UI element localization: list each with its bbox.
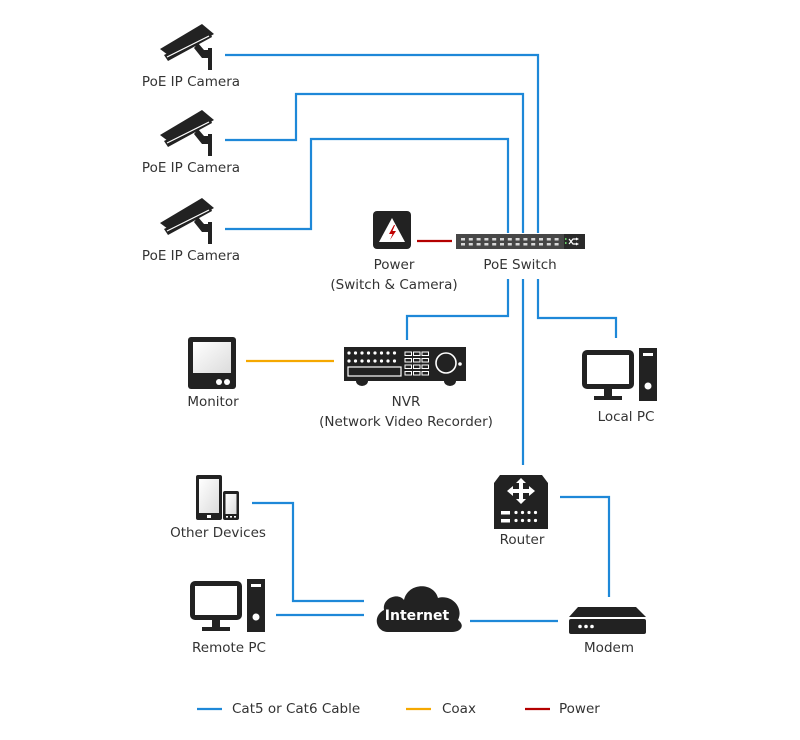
camera2-label: PoE IP Camera bbox=[141, 160, 241, 176]
wire-other_devices-internet bbox=[252, 501, 364, 603]
nvr-label-line2: (Network Video Recorder) bbox=[319, 414, 493, 430]
camera3 bbox=[160, 198, 214, 244]
wire-switch-local_pc bbox=[536, 279, 618, 338]
modem-icon bbox=[569, 607, 646, 634]
monitor-icon bbox=[188, 337, 236, 389]
security-camera-icon bbox=[160, 110, 214, 156]
camera1 bbox=[160, 24, 214, 70]
security-camera-icon bbox=[160, 198, 214, 244]
wire-camera2-switch bbox=[225, 92, 525, 233]
wire-router-modem bbox=[560, 495, 611, 597]
wire-switch-nvr bbox=[405, 279, 510, 340]
nvr-label: NVR (Network Video Recorder) bbox=[319, 393, 493, 431]
router-label: Router bbox=[499, 532, 545, 548]
legend-power-label: Power bbox=[559, 701, 600, 717]
wire-camera3-switch bbox=[225, 137, 510, 233]
cloud-icon bbox=[376, 586, 462, 632]
nvr-icon bbox=[344, 347, 466, 386]
mobile-devices-icon bbox=[196, 475, 239, 520]
internet-label: Internet bbox=[385, 608, 450, 624]
network-switch-icon bbox=[456, 234, 585, 249]
nvr-label-line1: NVR bbox=[391, 394, 421, 410]
desktop-pc-icon bbox=[582, 348, 657, 401]
camera2 bbox=[160, 110, 214, 156]
power-label-line2: (Switch & Camera) bbox=[330, 277, 458, 293]
remote-pc-label: Remote PC bbox=[192, 640, 266, 656]
desktop-pc-icon bbox=[190, 579, 265, 632]
power-label-line1: Power bbox=[373, 257, 415, 273]
security-camera-icon bbox=[160, 24, 214, 70]
camera3-label: PoE IP Camera bbox=[141, 248, 241, 264]
power-warning-icon bbox=[373, 211, 411, 249]
wire-camera1-switch bbox=[225, 53, 540, 233]
modem-label: Modem bbox=[584, 640, 634, 656]
power-label: Power (Switch & Camera) bbox=[330, 256, 457, 294]
switch-label: PoE Switch bbox=[483, 257, 557, 273]
legend-cable-label: Cat5 or Cat6 Cable bbox=[232, 701, 361, 717]
monitor-label: Monitor bbox=[187, 394, 239, 410]
camera1-label: PoE IP Camera bbox=[141, 74, 241, 90]
other-devices-label: Other Devices bbox=[170, 525, 266, 541]
local-pc-label: Local PC bbox=[597, 409, 655, 425]
legend-coax-label: Coax bbox=[442, 701, 476, 717]
router-icon bbox=[494, 475, 548, 529]
